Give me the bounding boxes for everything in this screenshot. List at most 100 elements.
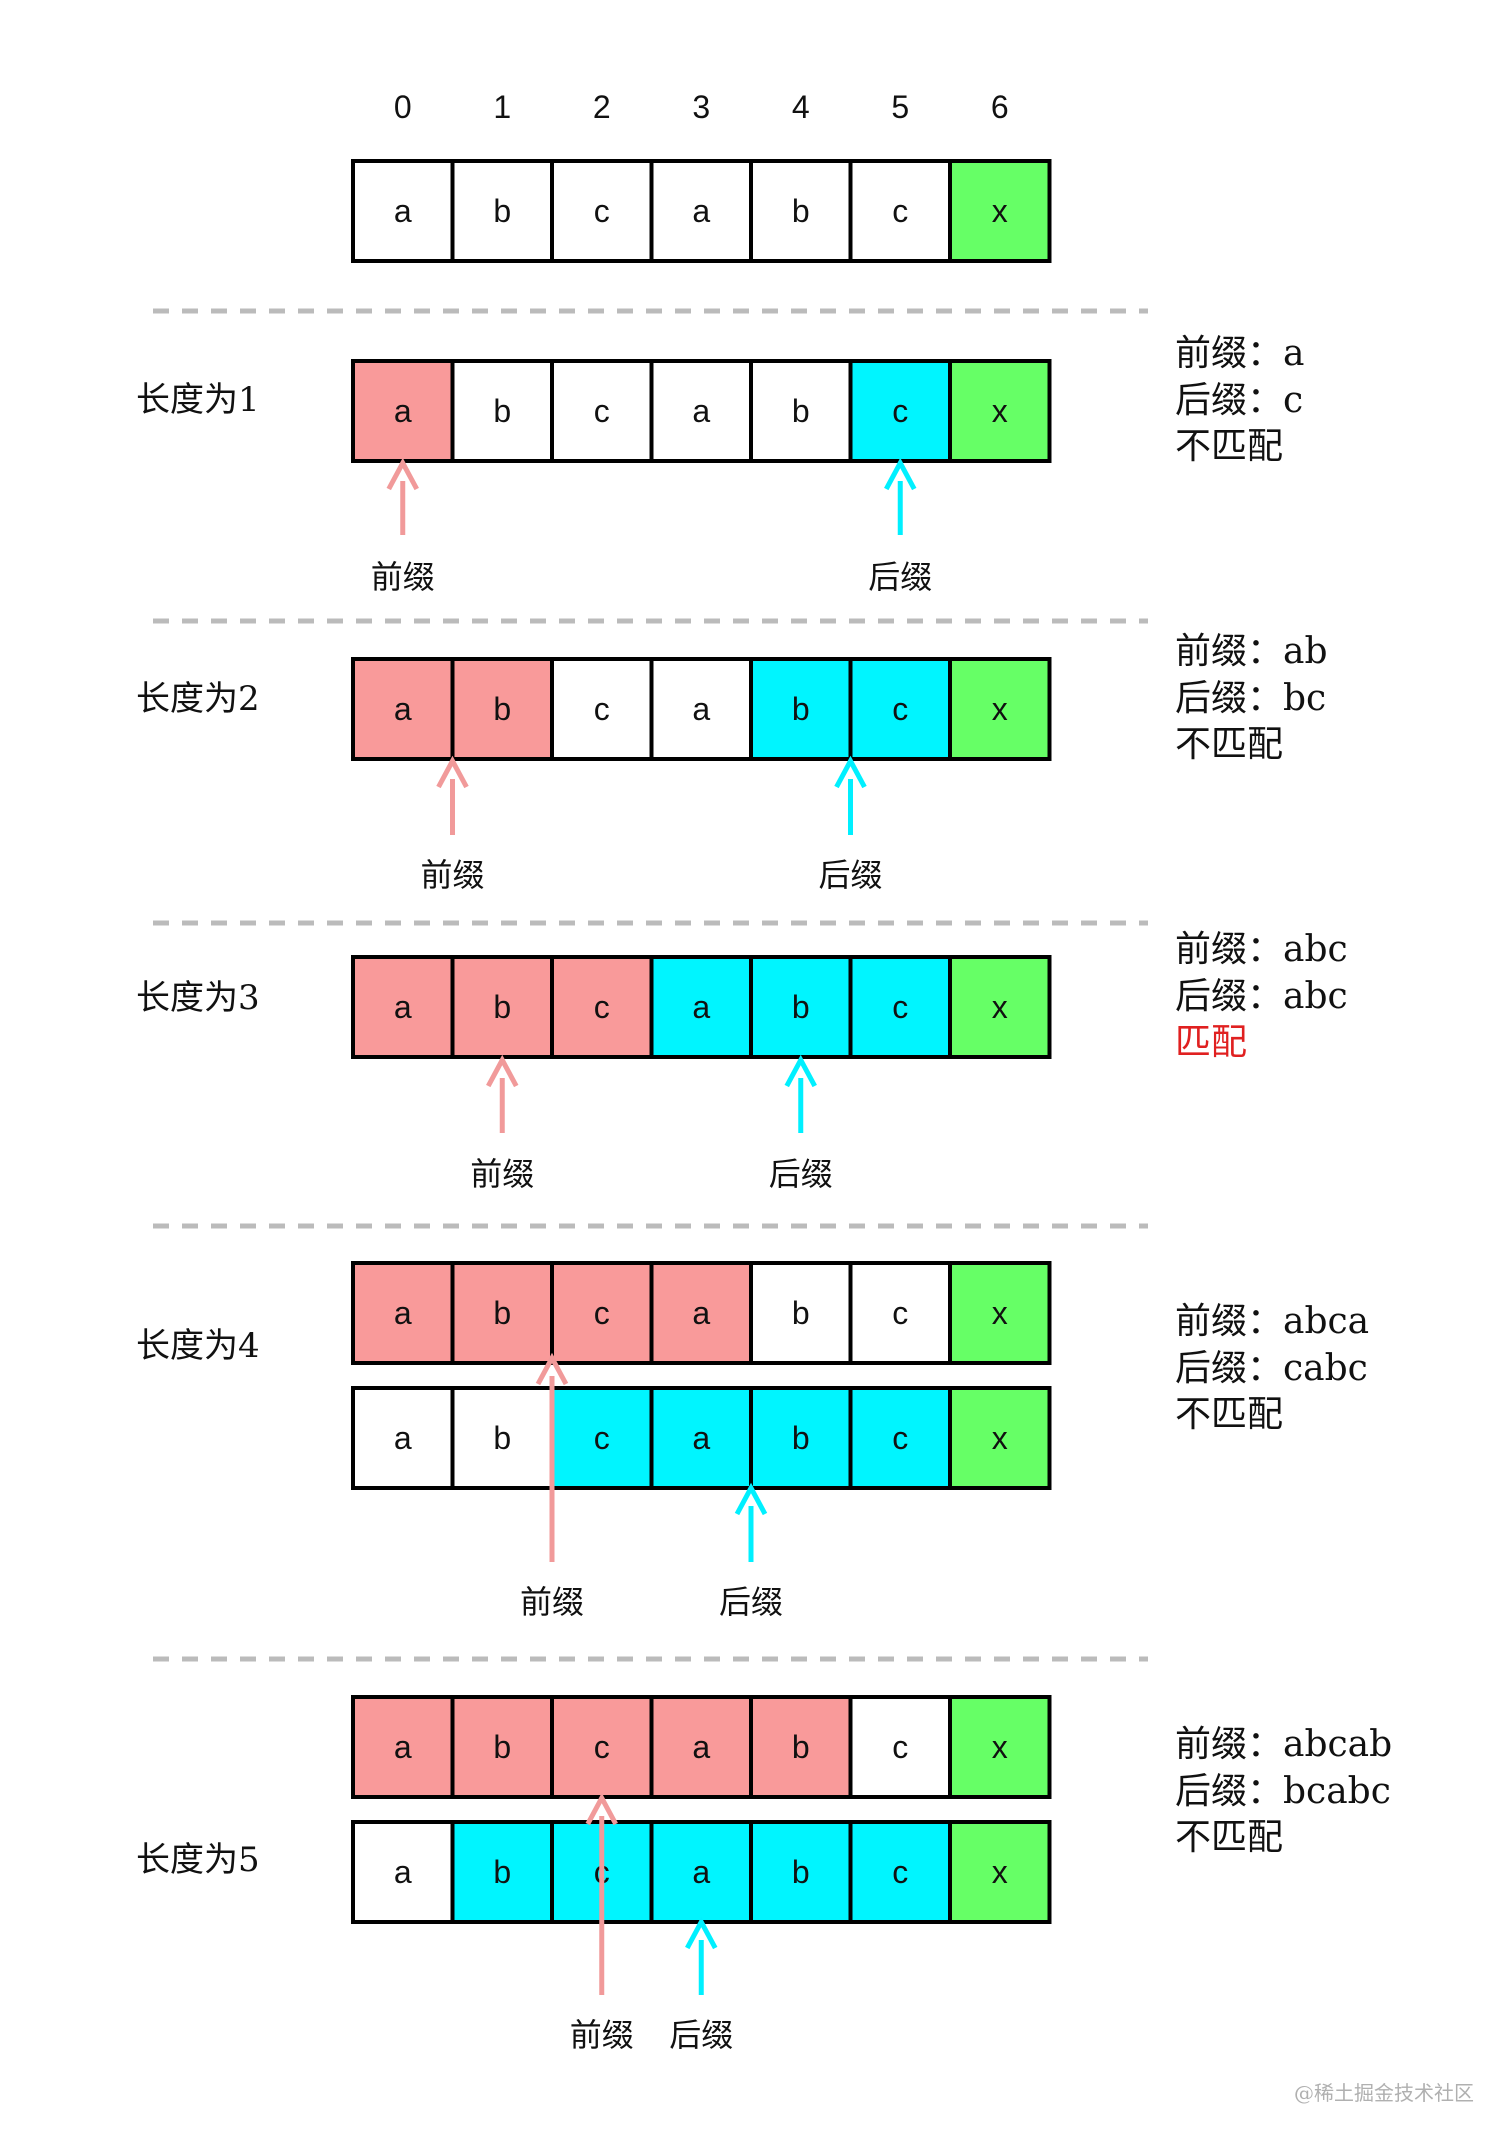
cell-char: a — [692, 1854, 710, 1890]
prefix-word: 前缀 — [570, 2016, 634, 2054]
info-suffix: 后缀：cabc — [1175, 1348, 1368, 1389]
cell-char: b — [493, 393, 511, 429]
cell-char: a — [394, 393, 412, 429]
info-result: 不匹配 — [1175, 1817, 1283, 1858]
array-cell — [948, 1695, 1052, 1799]
array-cell — [848, 955, 952, 1059]
cell-char: a — [692, 1420, 710, 1456]
info-prefix: 前缀：a — [1175, 333, 1304, 374]
suffix-arrow — [834, 755, 867, 835]
cell-char: a — [692, 393, 710, 429]
cell-char: a — [692, 1295, 710, 1331]
cell-char: c — [594, 1729, 610, 1765]
cell-char: x — [992, 193, 1008, 229]
info-suffix: 后缀：abc — [1175, 976, 1348, 1017]
arrow-head — [685, 1916, 718, 1950]
info-prefix: 前缀：abca — [1175, 1301, 1369, 1342]
array-cell — [848, 359, 952, 463]
array-cell — [948, 1820, 1052, 1924]
arrow-head — [784, 1054, 817, 1088]
array-cell — [550, 657, 654, 761]
array-cell — [351, 1386, 455, 1490]
info-suffix: 后缀：bc — [1175, 678, 1326, 719]
cell-char: c — [892, 691, 908, 727]
info-result: 不匹配 — [1175, 426, 1283, 467]
array-cell — [749, 359, 853, 463]
array-cell — [450, 657, 554, 761]
suffix-arrow — [685, 1916, 718, 1995]
cell-char: c — [594, 393, 610, 429]
array-cell — [450, 359, 554, 463]
prefix-word: 前缀 — [520, 1583, 584, 1621]
array-cell — [948, 1261, 1052, 1365]
index-label: 6 — [991, 89, 1009, 125]
cell-char: b — [792, 193, 810, 229]
cell-char: c — [892, 1295, 908, 1331]
index-label: 1 — [493, 89, 511, 125]
cell-char: a — [692, 1729, 710, 1765]
cell-char: c — [594, 193, 610, 229]
cell-char: a — [692, 691, 710, 727]
section-length-label: 长度为1 — [136, 380, 260, 420]
array-cell — [351, 657, 455, 761]
arrow-head — [535, 1352, 569, 1386]
array-cell — [749, 159, 853, 263]
arrow-head — [884, 457, 917, 491]
suffix-word: 后缀 — [669, 2016, 733, 2054]
info-prefix: 前缀：abcab — [1175, 1724, 1392, 1765]
cell-char: b — [493, 1420, 511, 1456]
cell-char: c — [594, 1295, 610, 1331]
cell-char: x — [992, 1295, 1008, 1331]
prefix-arrow — [436, 755, 469, 835]
array-cell — [450, 1820, 554, 1924]
cell-char: b — [792, 1295, 810, 1331]
arrow-head — [734, 1482, 768, 1516]
cell-char: b — [792, 1854, 810, 1890]
array-cell — [351, 159, 455, 263]
cell-char: c — [594, 1420, 610, 1456]
info-prefix: 前缀：ab — [1175, 631, 1328, 672]
array-cell — [848, 657, 952, 761]
array-cell — [450, 159, 554, 263]
array-cell — [749, 955, 853, 1059]
cell-char: b — [792, 989, 810, 1025]
index-label: 4 — [792, 89, 810, 125]
index-label: 3 — [692, 89, 710, 125]
array-cell — [848, 1695, 952, 1799]
arrow-head — [486, 1054, 519, 1088]
arrow-head — [834, 755, 867, 789]
suffix-arrow — [784, 1054, 817, 1133]
array-cell — [649, 1820, 753, 1924]
cell-char: x — [992, 393, 1008, 429]
cell-char: x — [992, 1420, 1008, 1456]
prefix-word: 前缀 — [371, 558, 435, 596]
cell-char: b — [792, 691, 810, 727]
suffix-word: 后缀 — [769, 1155, 833, 1193]
array-cell — [351, 359, 455, 463]
array-cell — [649, 359, 753, 463]
cell-char: a — [394, 691, 412, 727]
info-result: 不匹配 — [1175, 724, 1283, 765]
array-cell — [749, 1820, 853, 1924]
cell-char: a — [394, 1729, 412, 1765]
array-cell — [848, 159, 952, 263]
prefix-word: 前缀 — [470, 1155, 534, 1193]
cell-char: b — [493, 1854, 511, 1890]
array-cell — [550, 159, 654, 263]
prefix-arrow — [386, 457, 419, 535]
cell-char: a — [692, 989, 710, 1025]
cell-char: a — [394, 1854, 412, 1890]
cell-char: c — [892, 393, 908, 429]
array-cell — [848, 1820, 952, 1924]
cell-char: b — [792, 1420, 810, 1456]
prefix-arrow — [535, 1352, 569, 1562]
cell-char: c — [892, 1729, 908, 1765]
array-cell — [550, 359, 654, 463]
array-cell — [450, 1695, 554, 1799]
info-result: 匹配 — [1175, 1022, 1247, 1063]
cell-char: c — [892, 193, 908, 229]
